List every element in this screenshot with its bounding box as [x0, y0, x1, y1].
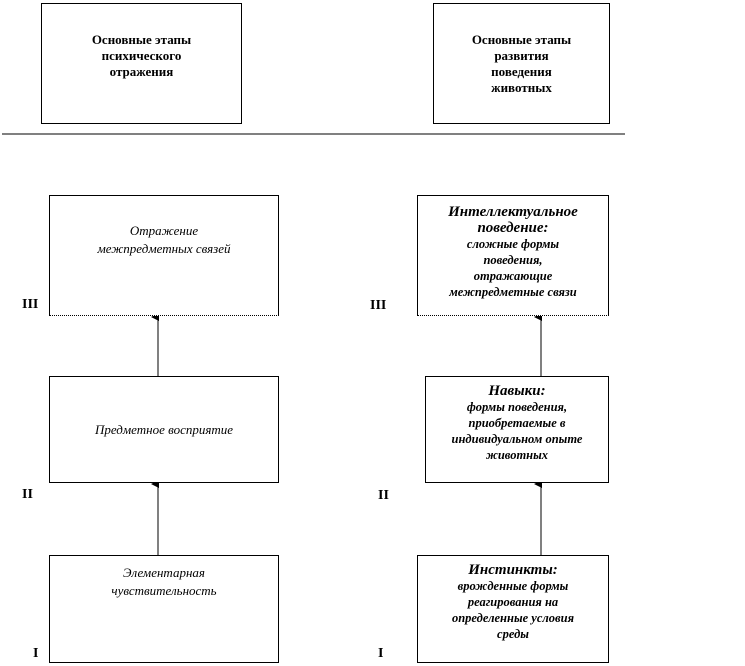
right-stage-3-desc-1: сложные формы — [466, 237, 560, 251]
right-stage-3-title-2: поведение: — [477, 220, 549, 236]
right-stage-1-title: Инстинкты: — [468, 562, 558, 578]
right-stage-2-desc-2: приобретаемые в — [468, 416, 566, 430]
left-stage-2-label: Предметное восприятие — [94, 421, 234, 437]
header-right-line-3: поведения — [491, 64, 552, 79]
right-stage-2-desc-4: животных — [485, 448, 549, 462]
right-stage-2-desc-3: индивидуальном опыте — [451, 432, 583, 446]
right-stage-3-box: Интеллектуальное поведение: сложные форм… — [417, 195, 609, 316]
right-stage-2-desc-1: формы поведения, — [466, 400, 568, 414]
right-stage-1-desc-4: среды — [497, 627, 529, 641]
right-stage-3-desc-3: отражающие — [473, 269, 553, 283]
left-stage-2-box: Предметное восприятие — [49, 376, 279, 483]
left-stage-1-line-2: чувствительность — [111, 583, 217, 598]
header-right-line-2: развития — [494, 48, 549, 63]
left-stage-3-box: Отражение межпредметных связей — [49, 195, 279, 316]
level-one-right: I — [378, 646, 384, 661]
level-three-right: III — [370, 298, 387, 313]
right-stage-1-desc-2: реагирования на — [467, 595, 559, 609]
right-stage-1-desc-3: определенные условия — [451, 611, 575, 625]
left-stage-3-line-1: Отражение — [129, 223, 199, 238]
level-two-right: II — [378, 488, 389, 503]
left-stage-1-box: Элементарная чувствительность — [49, 555, 279, 663]
header-left-line-1: Основные этапы — [91, 32, 192, 47]
right-stage-3-title-1: Интеллектуальное — [448, 204, 578, 220]
right-stage-3-desc-4: межпредметные связи — [449, 285, 577, 299]
header-box-psychic-reflection: Основные этапы психического отражения — [41, 3, 242, 124]
header-left-line-2: психического — [101, 48, 182, 63]
right-stage-2-title: Навыки: — [488, 383, 546, 399]
left-stage-1-line-1: Элементарная — [123, 565, 205, 580]
left-stage-3-line-2: межпредметных связей — [97, 241, 231, 256]
level-one-left: I — [33, 646, 39, 661]
right-stage-2-box: Навыки: формы поведения, приобретаемые в… — [425, 376, 609, 483]
header-box-animal-behavior: Основные этапы развития поведения животн… — [433, 3, 610, 124]
right-stage-3-desc-2: поведения, — [483, 253, 543, 267]
header-right-line-4: животных — [491, 80, 552, 95]
right-stage-1-box: Инстинкты: врожденные формы реагирования… — [417, 555, 609, 663]
level-two-left: II — [22, 487, 33, 502]
right-stage-1-desc-1: врожденные формы — [457, 579, 569, 593]
level-three-left: III — [22, 297, 39, 312]
header-left-line-3: отражения — [109, 64, 174, 79]
header-right-line-1: Основные этапы — [471, 32, 572, 47]
